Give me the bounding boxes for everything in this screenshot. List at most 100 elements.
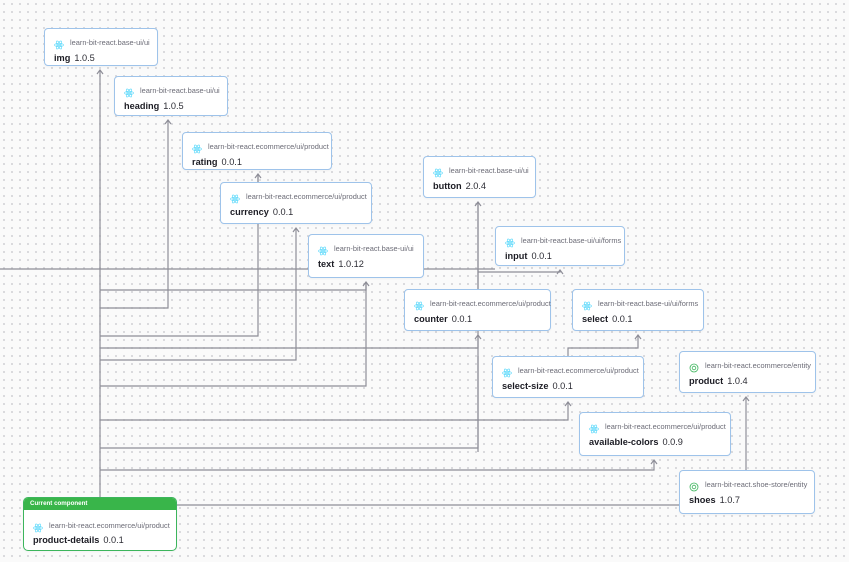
entity-icon xyxy=(689,479,699,492)
component-version: 0.0.9 xyxy=(662,437,683,447)
edge-arrowhead xyxy=(254,173,262,179)
edge-heading xyxy=(100,120,169,309)
component-scope: learn-bit-react.ecommerce/ui/product xyxy=(246,192,367,201)
edge-arrowhead xyxy=(292,227,300,233)
component-version: 0.0.1 xyxy=(451,314,473,324)
component-version: 0.0.1 xyxy=(221,157,242,167)
component-name: text xyxy=(318,259,335,269)
react-icon xyxy=(33,520,43,533)
entity-icon xyxy=(689,360,699,373)
edge-arrowhead xyxy=(650,459,658,465)
react-icon xyxy=(582,298,592,311)
edge-arrowhead xyxy=(742,396,750,402)
component-scope: learn-bit-react.base-ui/ui xyxy=(70,38,150,47)
edge-counter-pd xyxy=(100,335,479,349)
component-node-available-colors[interactable]: learn-bit-react.ecommerce/ui/product avai… xyxy=(579,412,731,456)
edge-arrowhead xyxy=(474,334,482,340)
component-scope: learn-bit-react.ecommerce/entity xyxy=(705,361,811,370)
edge-text xyxy=(100,282,367,387)
edge-arrowhead xyxy=(474,201,482,207)
react-icon xyxy=(505,235,515,248)
component-scope: learn-bit-react.ecommerce/ui/product xyxy=(49,521,170,530)
react-icon xyxy=(502,365,512,378)
component-version: 1.0.5 xyxy=(74,53,95,63)
component-name: select xyxy=(582,314,609,324)
component-name: input xyxy=(505,251,528,261)
component-scope: learn-bit-react.base-ui/ui xyxy=(449,166,529,175)
current-component-label: Current component xyxy=(24,498,176,510)
component-version: 1.0.4 xyxy=(727,376,748,386)
component-scope: learn-bit-react.ecommerce/ui/product xyxy=(605,422,726,431)
component-scope: learn-bit-react.base-ui/ui xyxy=(140,86,220,95)
edge-rating xyxy=(100,174,259,337)
component-name: product-details xyxy=(33,535,100,545)
current-component-node[interactable]: Current component learn-bit-react.ecommer… xyxy=(23,497,177,551)
edge-arrowhead xyxy=(362,281,370,287)
component-version: 2.0.4 xyxy=(465,181,487,191)
component-version: 1.0.7 xyxy=(719,495,740,505)
edge-arrowhead xyxy=(634,334,642,340)
component-version: 0.0.1 xyxy=(272,207,294,217)
edge-counter-input xyxy=(478,270,561,273)
react-icon xyxy=(414,298,424,311)
edge-arrowhead xyxy=(164,119,172,125)
edge-arrowhead xyxy=(556,269,564,275)
edge-ac-text xyxy=(100,202,479,449)
edge-select-size-pd xyxy=(100,402,569,421)
component-scope: learn-bit-react.base-ui/ui/forms xyxy=(598,299,699,308)
edge-arrowhead xyxy=(564,401,572,407)
react-icon xyxy=(54,37,64,50)
edge-available-colors xyxy=(100,460,655,471)
component-scope: learn-bit-react.ecommerce/ui/product xyxy=(208,142,329,151)
component-node-rating[interactable]: learn-bit-react.ecommerce/ui/product rati… xyxy=(182,132,332,170)
component-name: available-colors xyxy=(589,437,659,447)
component-name: select-size xyxy=(502,381,549,391)
react-icon xyxy=(124,85,134,98)
edge-currency xyxy=(100,228,297,361)
react-icon xyxy=(230,191,240,204)
component-name: shoes xyxy=(689,495,716,505)
component-version: 0.0.1 xyxy=(552,381,573,391)
react-icon xyxy=(318,243,328,256)
component-scope: learn-bit-react.base-ui/ui xyxy=(334,244,414,253)
component-version: 0.0.1 xyxy=(103,535,124,545)
react-icon xyxy=(589,421,599,434)
component-name: rating xyxy=(192,157,218,167)
component-scope: learn-bit-react.shoe-store/entity xyxy=(705,480,808,489)
component-scope: learn-bit-react.base-ui/ui/forms xyxy=(521,236,622,245)
edge-select-size-sel xyxy=(567,335,639,356)
component-version: 0.0.1 xyxy=(612,314,633,324)
component-scope: learn-bit-react.ecommerce/ui/product xyxy=(430,299,551,308)
react-icon xyxy=(192,141,202,154)
component-name: currency xyxy=(230,207,269,217)
react-icon xyxy=(433,165,443,178)
edge-arrowhead xyxy=(96,69,104,75)
component-name: heading xyxy=(124,101,160,111)
component-node-currency[interactable]: learn-bit-react.ecommerce/ui/product curr… xyxy=(220,182,372,224)
